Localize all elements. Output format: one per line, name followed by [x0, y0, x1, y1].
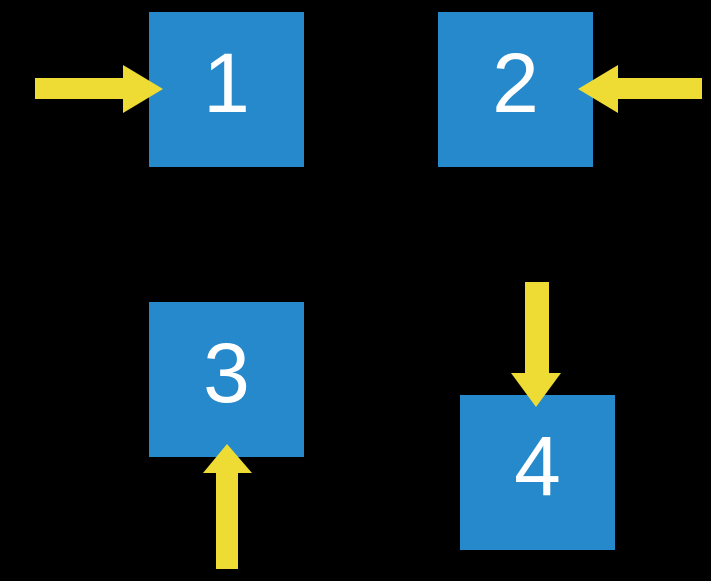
arrow-right-icon: [35, 65, 163, 113]
arrow-down-icon: [511, 282, 561, 407]
square-2[interactable]: 2: [438, 12, 593, 167]
square-1-label: 1: [203, 35, 250, 130]
square-4[interactable]: 4: [460, 395, 615, 550]
arrow-up-icon: [203, 444, 252, 569]
square-2-label: 2: [492, 35, 539, 130]
square-3-label: 3: [203, 325, 250, 420]
square-3[interactable]: 3: [149, 302, 304, 457]
square-1[interactable]: 1: [149, 12, 304, 167]
arrow-left-icon: [578, 65, 702, 113]
square-4-label: 4: [514, 418, 561, 513]
